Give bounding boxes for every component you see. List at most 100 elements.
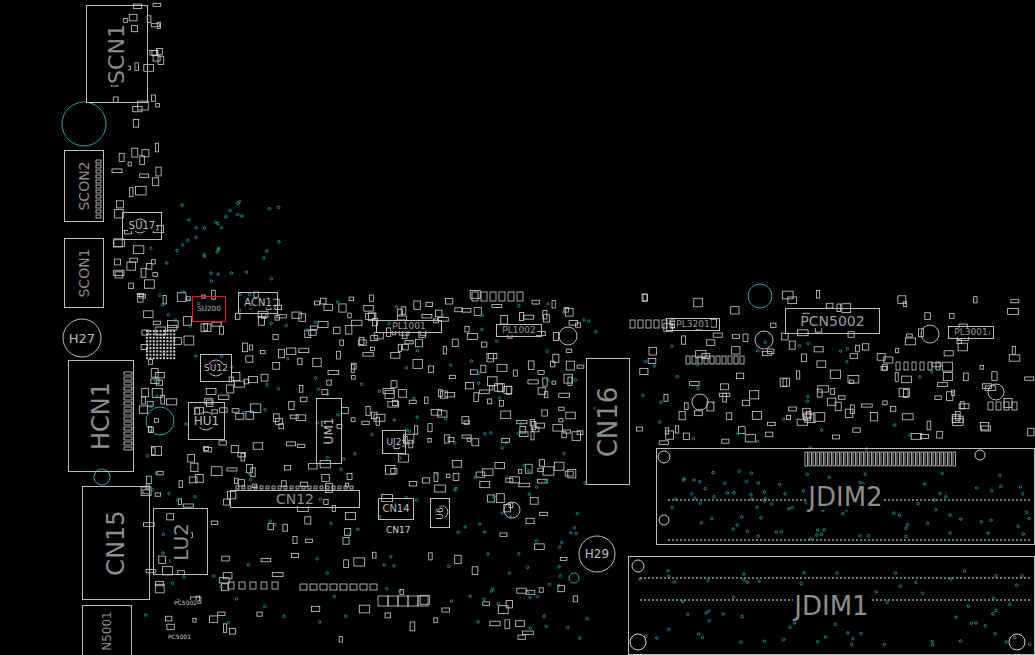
smd-pad (362, 421, 369, 424)
smd-pad (912, 362, 916, 370)
via (165, 262, 168, 265)
smd-pad (540, 512, 548, 515)
via (697, 387, 700, 390)
via (707, 579, 710, 582)
via (807, 395, 810, 398)
connector-pin (929, 452, 932, 466)
smd-pad (495, 463, 504, 469)
smd-pad (415, 339, 422, 347)
smd-pad (188, 454, 195, 462)
smd-pad (232, 409, 239, 413)
via (906, 523, 909, 526)
via (921, 592, 924, 595)
smd-pad (152, 448, 155, 455)
smd-pad (827, 398, 836, 405)
via (501, 446, 504, 449)
smd-pad (474, 393, 479, 402)
via (249, 478, 252, 481)
smd-pad (272, 572, 283, 576)
smd-pad (920, 362, 924, 370)
via (326, 393, 329, 396)
smd-pad (789, 407, 797, 411)
via (944, 496, 947, 499)
smd-pad (364, 306, 374, 312)
smd-pad (320, 298, 326, 304)
smd-pad (732, 335, 739, 339)
smd-pad (648, 358, 656, 363)
smd-pad (738, 427, 745, 434)
connector-pin (236, 486, 239, 489)
component-outline: PCN5002 (785, 308, 880, 334)
smd-pad (308, 464, 317, 469)
smd-pad (488, 353, 496, 358)
connector-pin (96, 170, 101, 173)
component-outline: PL1001 (376, 320, 442, 333)
smd-pad (371, 336, 378, 341)
via (526, 566, 529, 569)
smd-pad (136, 186, 147, 195)
via (478, 523, 481, 526)
part-designator: SU12 (203, 364, 229, 373)
smd-pad (201, 324, 211, 332)
smd-pad (204, 448, 211, 452)
via (535, 540, 538, 543)
via (490, 432, 493, 435)
smd-pad (311, 606, 319, 611)
smd-pad (518, 635, 525, 639)
smd-pad (334, 327, 340, 333)
via (398, 457, 401, 460)
via (992, 613, 995, 616)
via (793, 622, 796, 625)
smd-pad (525, 464, 532, 473)
via (159, 294, 162, 297)
smd-pad (227, 385, 234, 393)
via (806, 473, 809, 476)
smd-pad (187, 297, 191, 301)
smd-pad (322, 475, 329, 482)
via (316, 557, 319, 560)
via (931, 644, 934, 647)
bga-ball (163, 337, 165, 339)
smd-pad (369, 295, 373, 301)
smd-pad (559, 407, 564, 410)
smd-pad (413, 360, 422, 369)
bga-ball (163, 340, 165, 342)
via (217, 273, 220, 276)
via (828, 476, 831, 479)
via (561, 541, 564, 544)
via (155, 472, 158, 475)
smd-pad (346, 325, 352, 334)
bga-ball (156, 354, 158, 356)
smd-pad (707, 340, 715, 346)
bga-ball (173, 347, 175, 349)
smd-pad (289, 401, 294, 409)
smd-pad (734, 356, 738, 364)
connector-pin (96, 210, 101, 213)
smd-pad (907, 334, 913, 337)
connector-pin (921, 452, 924, 466)
via (757, 482, 760, 485)
connector-pin (853, 452, 856, 466)
circle-outline (63, 319, 101, 357)
via (344, 615, 347, 618)
smd-pad (497, 364, 507, 371)
connector-pin (124, 422, 132, 425)
smd-pad (391, 381, 397, 388)
via (697, 633, 700, 636)
via (800, 582, 803, 585)
smd-pad (903, 302, 906, 307)
smd-pad (290, 415, 298, 418)
circle-outline (579, 536, 615, 572)
connector-pin (266, 486, 269, 489)
smd-pad (449, 375, 455, 378)
smd-pad (832, 435, 839, 439)
smd-pad (220, 408, 227, 412)
smd-pad (797, 330, 808, 336)
smd-pad (1025, 377, 1034, 380)
via (235, 598, 238, 601)
via (318, 621, 321, 624)
via (736, 524, 739, 527)
via (732, 528, 735, 531)
via (578, 637, 581, 640)
smd-pad (227, 491, 235, 499)
